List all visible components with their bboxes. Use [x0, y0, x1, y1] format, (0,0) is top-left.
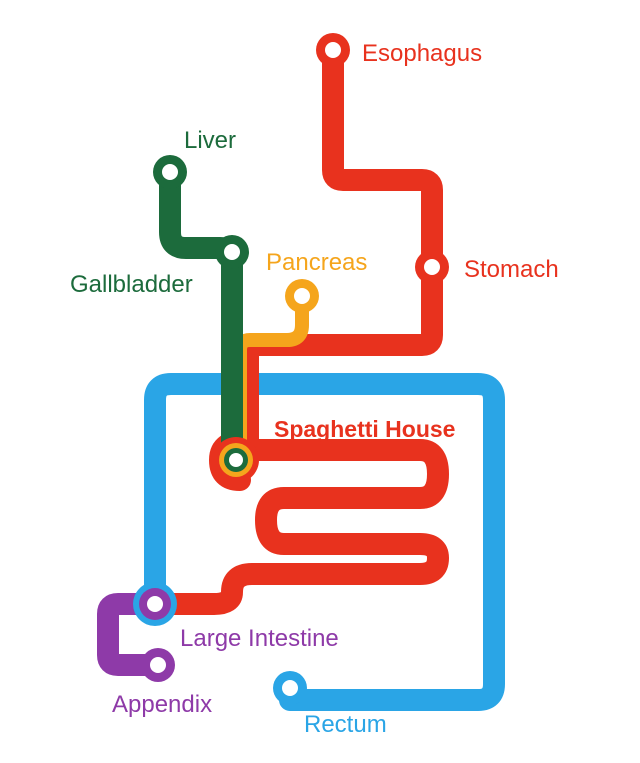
- appendix-label: Appendix: [112, 691, 212, 718]
- rectum-station[interactable]: [273, 671, 307, 705]
- liver-line: [159, 161, 243, 469]
- spaghetti-house-station[interactable]: [213, 437, 259, 483]
- spaghetti-house-label: Spaghetti House: [274, 416, 455, 442]
- rectum-label: Rectum: [304, 711, 387, 738]
- large-intestine-station[interactable]: [133, 582, 177, 626]
- liver-station[interactable]: [153, 155, 187, 189]
- liver-label: Liver: [184, 127, 236, 154]
- digestive-tract-line: [147, 39, 449, 615]
- gallbladder-station[interactable]: [215, 235, 249, 269]
- appendix-line: [97, 593, 166, 676]
- appendix-station[interactable]: [141, 648, 175, 682]
- esophagus-station[interactable]: [316, 33, 350, 67]
- large-intestine-line: [144, 373, 505, 711]
- pancreas-station[interactable]: [285, 279, 319, 313]
- stomach-station[interactable]: [415, 250, 449, 284]
- large-intestine-label: Large Intestine: [180, 625, 339, 652]
- esophagus-label: Esophagus: [362, 40, 482, 67]
- pancreas-label: Pancreas: [266, 249, 367, 276]
- gallbladder-label: Gallbladder: [70, 271, 193, 298]
- stomach-label: Stomach: [464, 256, 559, 283]
